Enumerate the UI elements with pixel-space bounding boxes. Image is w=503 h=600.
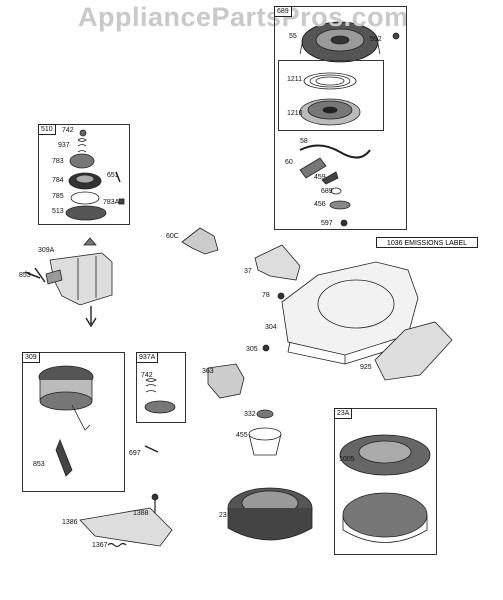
part-label-60: 60	[285, 159, 293, 166]
part-label-697: 697	[129, 450, 141, 457]
part-label-455: 455	[236, 432, 248, 439]
pawl-icon	[321, 171, 339, 185]
part-label-60c: 60C	[166, 233, 179, 240]
part-label-363: 363	[202, 368, 214, 375]
frame-spring-pulley	[278, 60, 384, 131]
box-label-23a: 23A	[334, 408, 353, 419]
part-label-651: 651	[107, 172, 119, 179]
box-label-689: 689	[274, 6, 292, 17]
starter-pulley-icon	[299, 98, 361, 126]
screw-651-icon	[115, 171, 121, 183]
part-label-456: 456	[314, 201, 326, 208]
part-label-742-937a: 742	[141, 372, 153, 379]
clutch-784-icon	[68, 172, 102, 190]
air-guide-37-icon	[254, 244, 301, 281]
pinion-783-icon	[69, 153, 95, 169]
part-label-1386: 1386	[62, 519, 78, 526]
box-label-510: 510	[38, 124, 56, 135]
part-label-332: 332	[244, 411, 256, 418]
down-arrow-icon	[85, 306, 97, 328]
collar-785-icon	[70, 191, 100, 205]
flywheel-23-icon	[227, 487, 313, 541]
bolt-697-icon	[144, 445, 159, 453]
part-label-1388: 1388	[133, 510, 149, 517]
part-label-925: 925	[360, 364, 372, 371]
gear-742-icon	[79, 129, 87, 137]
part-label-305: 305	[246, 346, 258, 353]
rewind-starter-housing	[299, 21, 381, 63]
frame-689	[274, 6, 407, 230]
part-label-1005: 1005	[339, 456, 355, 463]
screw-78-icon	[277, 292, 285, 300]
baffle-925-icon	[374, 321, 453, 381]
nut-783a-icon	[118, 198, 125, 205]
part-label-78: 78	[262, 292, 270, 299]
bracket-363-icon	[207, 363, 245, 399]
box-label-937a: 937A	[136, 352, 159, 363]
part-label-853-top: 853	[19, 272, 31, 279]
flywheel-23a-icon	[339, 434, 431, 543]
screw-305-icon	[262, 344, 270, 352]
retainer-689-icon	[330, 187, 342, 195]
part-label-853-bottom: 853	[33, 461, 45, 468]
part-label-597: 597	[321, 220, 333, 227]
part-label-459: 459	[314, 174, 326, 181]
box-label-309: 309	[22, 352, 40, 363]
cup-455-icon	[248, 427, 282, 456]
screw-592-icon	[392, 32, 400, 40]
part-label-784: 784	[52, 177, 64, 184]
part-label-304: 304	[265, 324, 277, 331]
part-label-1211: 1211	[287, 76, 303, 83]
starter-motor-309-icon	[38, 365, 94, 477]
part-label-937: 937	[58, 142, 70, 149]
starter-handle-icon	[299, 157, 327, 179]
spring-1367-icon	[107, 542, 127, 548]
part-label-37: 37	[244, 268, 252, 275]
frame-510	[38, 124, 130, 225]
part-label-309a: 309A	[38, 247, 55, 254]
part-label-783: 783	[52, 158, 64, 165]
frame-23a	[334, 408, 437, 555]
part-label-742: 742	[62, 127, 74, 134]
spring-937a-icon	[145, 378, 157, 393]
watermark: AppliancePartsPros.com	[78, 2, 409, 32]
pinion-937a-icon	[144, 400, 176, 414]
part-label-1367: 1367	[92, 542, 108, 549]
starter-motor-icon	[45, 237, 113, 306]
blower-housing-icon	[281, 261, 419, 365]
screw-597-icon	[340, 219, 348, 227]
part-label-55: 55	[289, 33, 297, 40]
part-label-592: 592	[370, 36, 382, 43]
part-label-58: 58	[300, 138, 308, 145]
brake-lever-1386-icon	[79, 507, 173, 547]
frame-937a	[136, 352, 186, 423]
part-label-23: 23	[219, 512, 227, 519]
spring-937-icon	[77, 138, 87, 153]
part-label-1210: 1210	[287, 110, 303, 117]
rewind-spring-icon	[303, 72, 357, 90]
starter-rope-icon	[299, 144, 371, 159]
emissions-label-box: 1036 EMISSIONS LABEL	[376, 237, 478, 248]
frame-309	[22, 352, 125, 492]
ring-gear-513-icon	[65, 205, 107, 221]
part-label-513: 513	[52, 208, 64, 215]
bolt-853-icon	[24, 267, 46, 283]
part-label-689: 689	[321, 188, 333, 195]
nut-332-icon	[256, 409, 274, 419]
part-label-785: 785	[52, 193, 64, 200]
retainer-456-icon	[329, 200, 351, 210]
air-guide-60c-icon	[181, 227, 219, 255]
part-label-783a: 783A	[103, 199, 120, 206]
